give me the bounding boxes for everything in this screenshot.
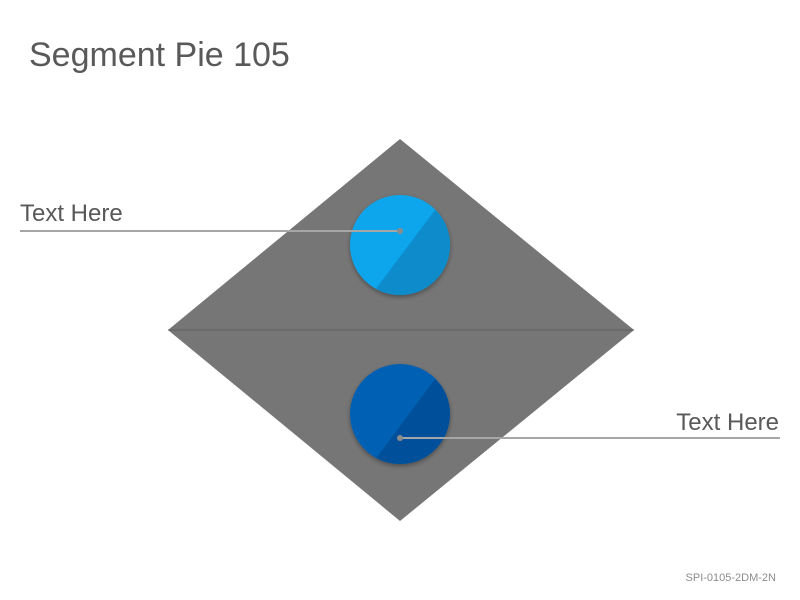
bottom-leader-dot	[397, 435, 403, 441]
segment-label-bottom: Text Here	[676, 409, 779, 436]
slide-title: Segment Pie 105	[29, 36, 290, 74]
top-leader-dot	[397, 228, 403, 234]
slide-code: SPI-0105-2DM-2N	[685, 572, 776, 584]
segment-label-top: Text Here	[20, 200, 123, 227]
